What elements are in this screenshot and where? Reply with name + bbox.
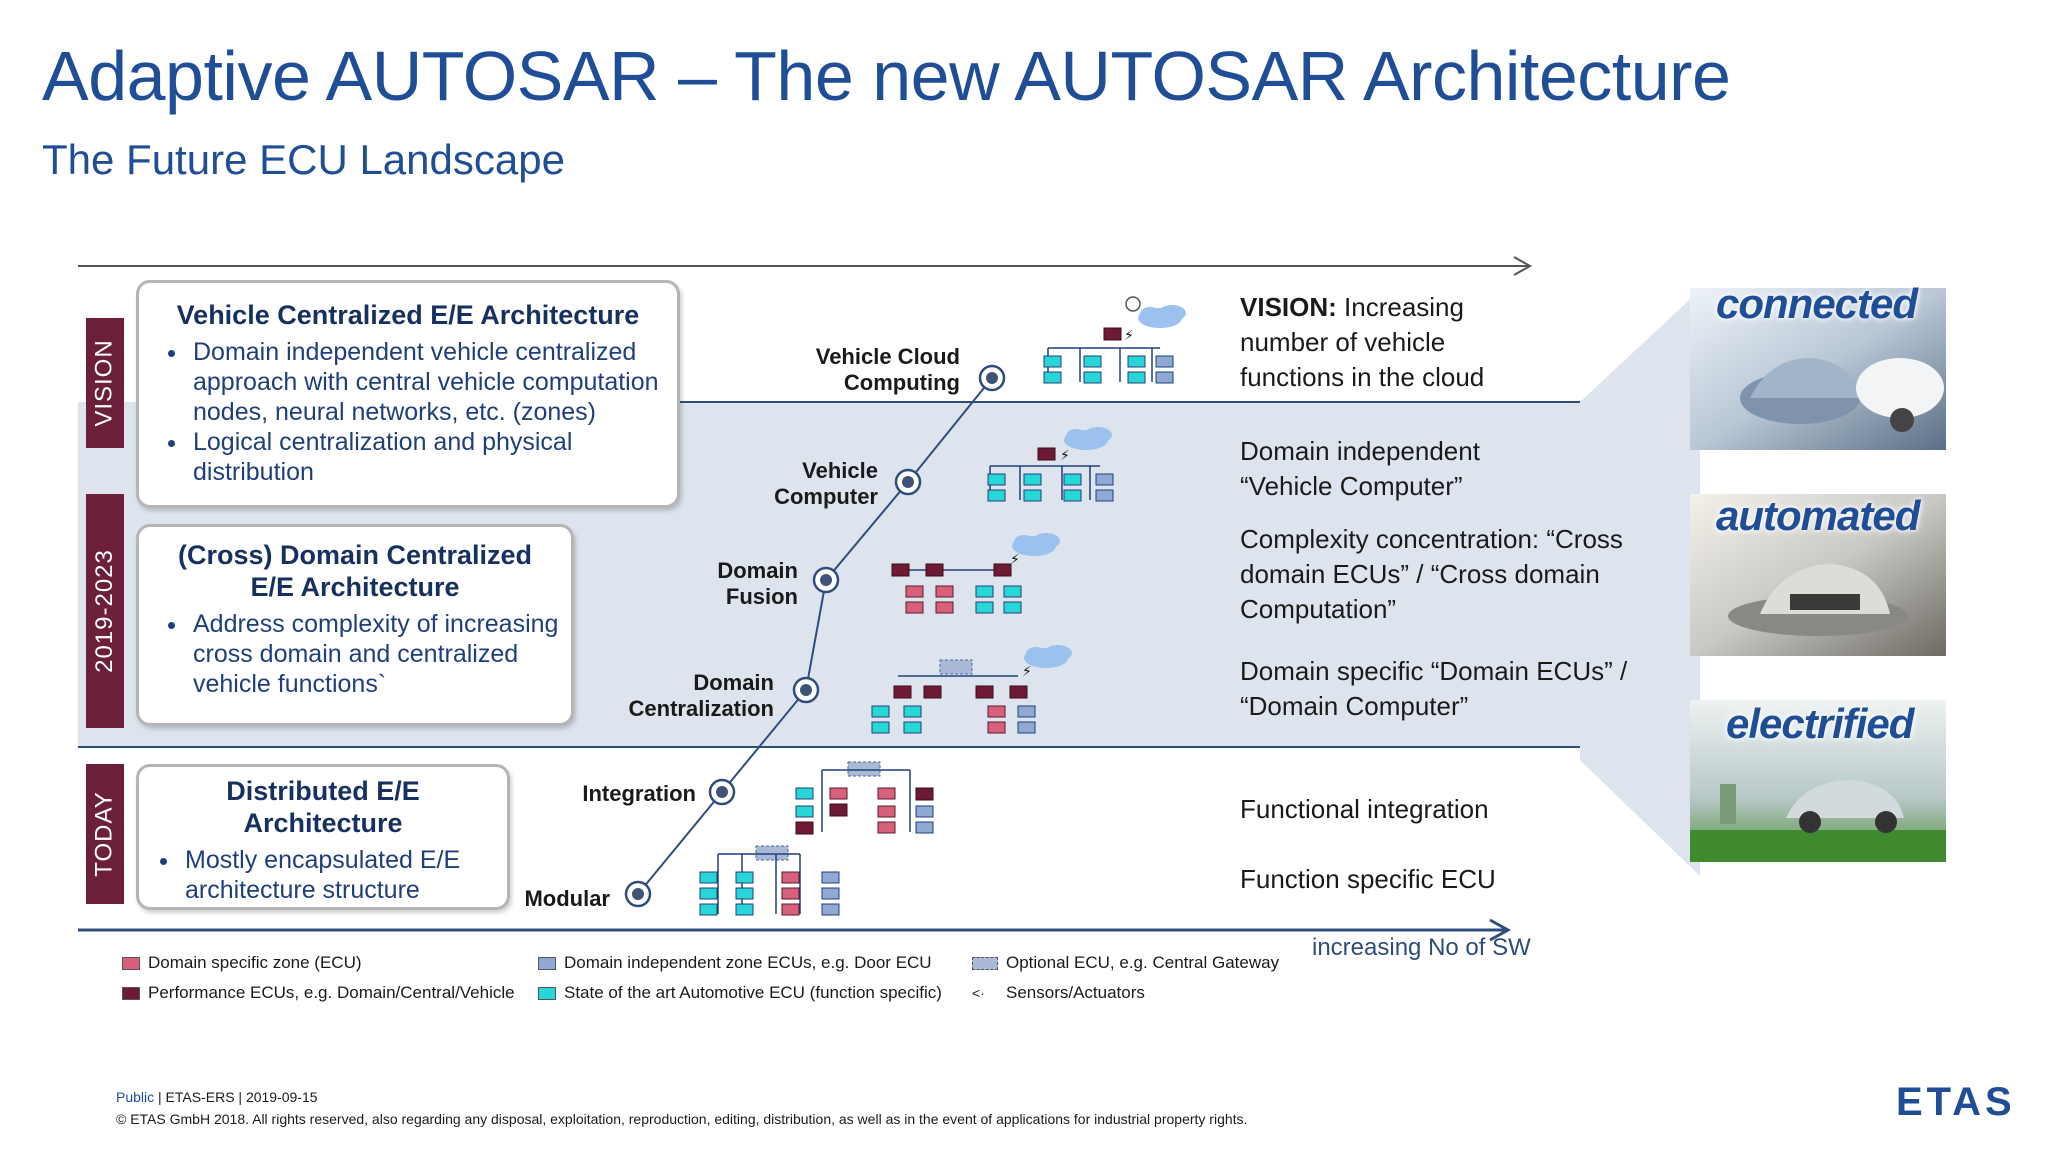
connected-label: connected bbox=[1716, 280, 1918, 327]
legend-independent-zone: Domain independent zone ECUs, e.g. Door … bbox=[538, 953, 932, 973]
tab-today: TODAY bbox=[86, 764, 124, 904]
svg-text:⚡: ⚡ bbox=[1010, 552, 1020, 568]
cross-domain-heading-1: (Cross) Domain Centralized bbox=[177, 540, 533, 570]
page-subtitle: The Future ECU Landscape bbox=[42, 136, 565, 183]
bullet: Mostly encapsulated E/E architecture str… bbox=[181, 845, 507, 905]
vision-separator bbox=[660, 401, 1580, 403]
cross-domain-bullets: Address complexity of increasing cross d… bbox=[139, 609, 571, 699]
distributed-heading-1: Distributed E/E bbox=[226, 776, 420, 806]
svg-text:⚡: ⚡ bbox=[1060, 448, 1070, 464]
vehicle-centralized-box: Vehicle Centralized E/E Architecture Dom… bbox=[136, 280, 680, 508]
state-of-art-swatch bbox=[538, 987, 556, 1001]
bullet: Address complexity of increasing cross d… bbox=[189, 609, 571, 699]
stage-domain-fusion: Domain Fusion bbox=[717, 558, 798, 609]
stage-vehicle-computer: Vehicle Computer bbox=[774, 458, 878, 509]
footer-copyright: © ETAS GmbH 2018. All rights reserved, a… bbox=[116, 1111, 1248, 1127]
band-funnel bbox=[1580, 290, 1700, 876]
electrified-car-image bbox=[1690, 700, 1946, 862]
tab-vision: VISION bbox=[86, 318, 124, 448]
svg-text:⚡: ⚡ bbox=[1022, 664, 1032, 680]
vehicle-centralized-heading: Vehicle Centralized E/E Architecture bbox=[176, 300, 640, 330]
desc-vision: VISION: Increasing number of vehicle fun… bbox=[1240, 292, 1485, 392]
electrified-label: electrified bbox=[1726, 700, 1914, 747]
desc-complexity: Complexity concentration: “Cross domain … bbox=[1240, 524, 1623, 624]
today-separator bbox=[78, 746, 1580, 748]
sensor-arrow-icon: <· bbox=[972, 985, 985, 1001]
stage-domain-centralization: Domain Centralization bbox=[628, 670, 774, 721]
etas-logo: ETAS bbox=[1896, 1080, 2016, 1124]
top-arrow bbox=[78, 256, 1533, 276]
distributed-bullets: Mostly encapsulated E/E architecture str… bbox=[139, 845, 507, 905]
bullet: Logical centralization and physical dist… bbox=[189, 427, 677, 487]
optional-swatch bbox=[972, 957, 998, 971]
stage-vehicle-cloud: Vehicle Cloud Computing bbox=[815, 344, 960, 395]
legend-performance: Performance ECUs, e.g. Domain/Central/Ve… bbox=[122, 983, 515, 1003]
desc-vehicle-computer: Domain independent “Vehicle Computer” bbox=[1240, 436, 1480, 501]
cross-domain-heading-2: E/E Architecture bbox=[250, 572, 460, 602]
automated-label: automated bbox=[1716, 492, 1920, 539]
stage-modular: Modular bbox=[524, 886, 610, 911]
desc-functional-integration: Functional integration bbox=[1240, 794, 1489, 824]
sw-axis-arrow bbox=[78, 918, 1512, 942]
legend-state-of-art: State of the art Automotive ECU (functio… bbox=[538, 983, 942, 1003]
distributed-heading-2: Architecture bbox=[243, 808, 403, 838]
domain-zone-swatch bbox=[122, 957, 140, 971]
legend-domain-zone: Domain specific zone (ECU) bbox=[122, 953, 362, 973]
vehicle-centralized-bullets: Domain independent vehicle centralized a… bbox=[139, 337, 677, 487]
svg-text:⚡: ⚡ bbox=[1124, 328, 1134, 344]
footer-meta: Public | ETAS-ERS | 2019-09-15 bbox=[116, 1089, 318, 1105]
legend-optional: Optional ECU, e.g. Central Gateway bbox=[972, 953, 1279, 973]
sw-axis-label: increasing No of SW bbox=[1312, 934, 1531, 961]
desc-function-specific: Function specific ECU bbox=[1240, 864, 1496, 894]
performance-swatch bbox=[122, 987, 140, 1001]
distributed-box: Distributed E/E Architecture Mostly enca… bbox=[136, 764, 510, 910]
stage-integration: Integration bbox=[582, 781, 696, 806]
legend-sensors: <·Sensors/Actuators bbox=[972, 983, 1145, 1002]
bullet: Domain independent vehicle centralized a… bbox=[189, 337, 677, 427]
cross-domain-box: (Cross) Domain Centralized E/E Architect… bbox=[136, 524, 574, 726]
tab-2019-2023: 2019-2023 bbox=[86, 494, 124, 728]
automated-car-image bbox=[1690, 494, 1946, 656]
page-title: Adaptive AUTOSAR – The new AUTOSAR Archi… bbox=[42, 37, 1731, 115]
desc-domain-specific: Domain specific “Domain ECUs” / “Domain … bbox=[1240, 656, 1628, 721]
connected-car-image bbox=[1690, 288, 1946, 450]
independent-zone-swatch bbox=[538, 957, 556, 971]
